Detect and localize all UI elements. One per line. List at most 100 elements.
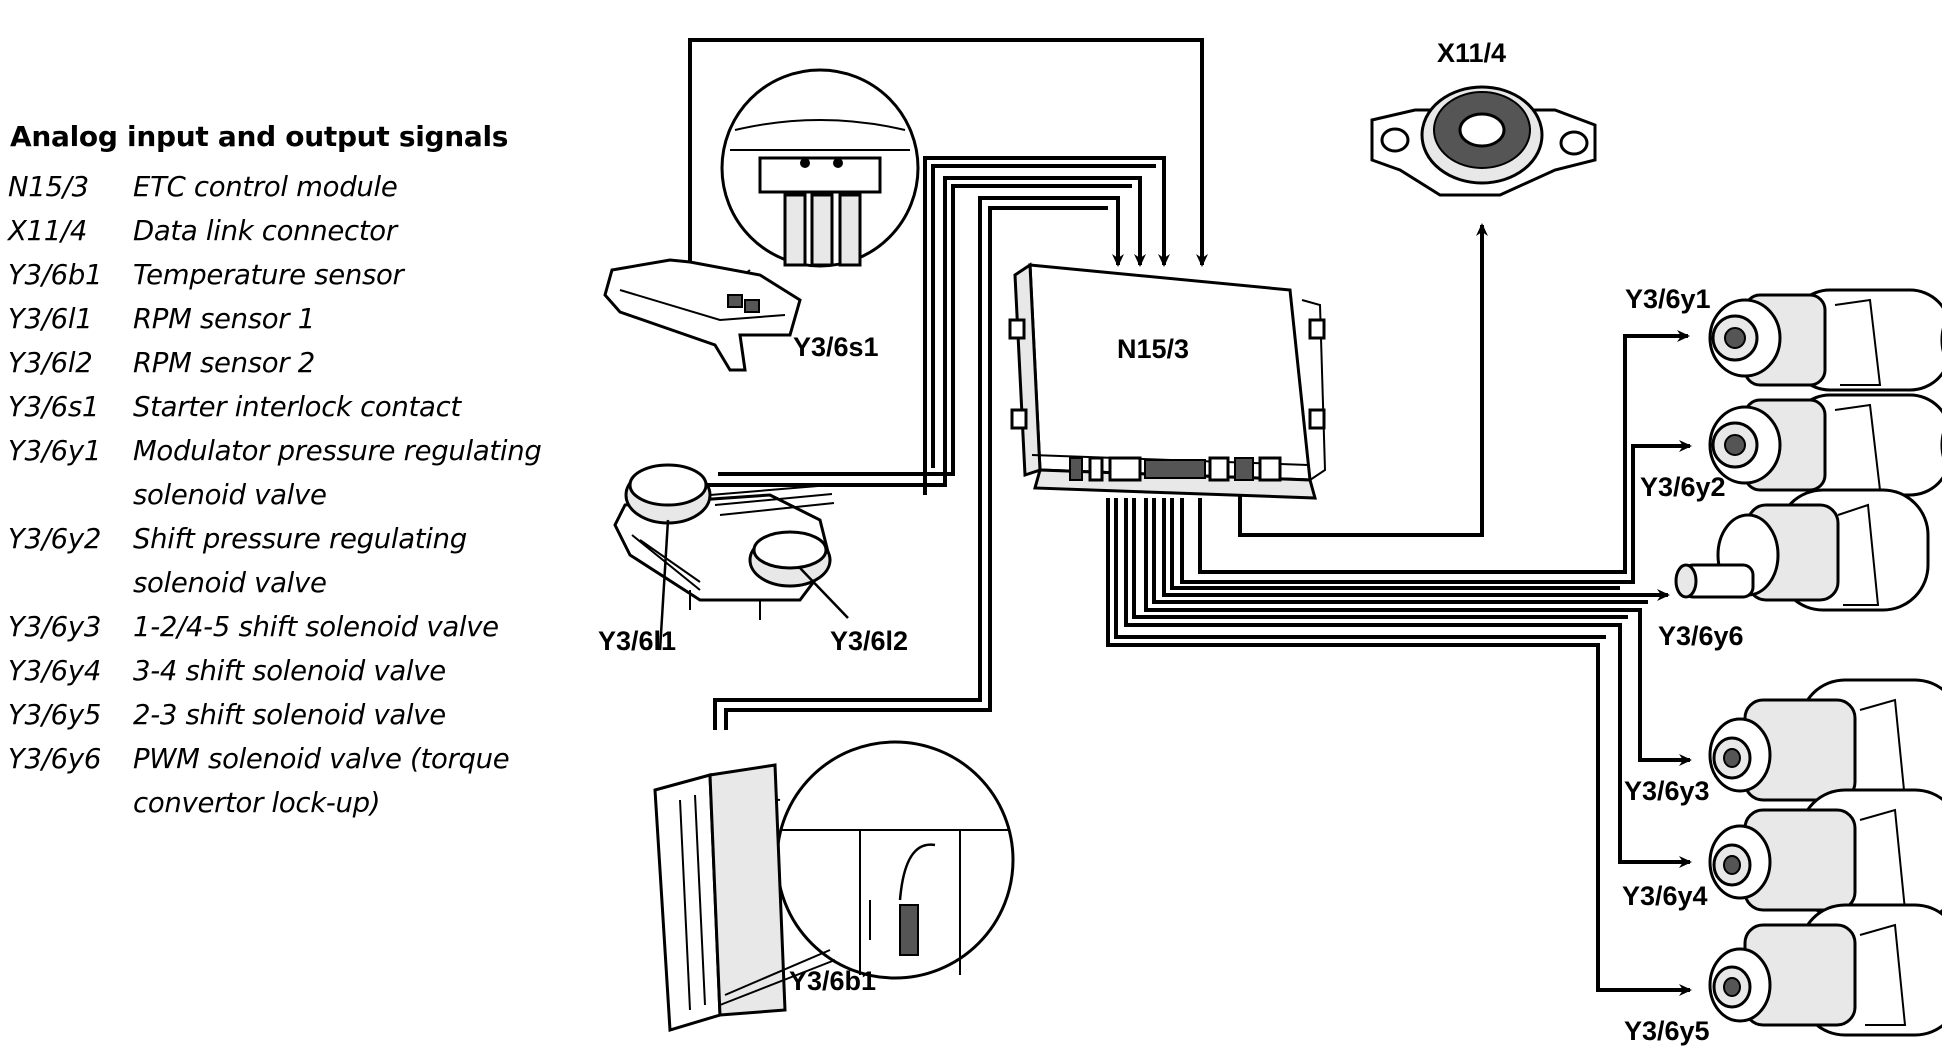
module-body xyxy=(1028,263,1312,482)
wire-rpm1-b xyxy=(718,184,1132,476)
legend-description-line: 2-3 shift solenoid valve xyxy=(133,699,446,731)
legend-description: Data link connector xyxy=(133,209,598,253)
legend-description: 1-2/4-5 shift solenoid valve xyxy=(133,605,598,649)
legend-code: Y3/6y5 xyxy=(8,699,102,731)
solenoid-y2 xyxy=(1708,393,1942,497)
wire-y4 xyxy=(1124,498,1692,868)
legend-code: Y3/6y3 xyxy=(8,611,102,643)
label-y1: Y3/6y1 xyxy=(1625,284,1711,314)
label-starter: Y3/6s1 xyxy=(793,332,879,362)
label-y6: Y3/6y6 xyxy=(1658,621,1744,651)
etc-module-part xyxy=(1008,262,1327,500)
legend-description: ETC control module xyxy=(133,165,598,209)
legend-code: Y3/6y6 xyxy=(8,743,102,775)
legend-description-line: Starter interlock contact xyxy=(133,391,461,423)
rpm2-leader xyxy=(799,567,849,619)
wire-y2 xyxy=(1180,440,1692,584)
legend-description-line: 1-2/4-5 shift solenoid valve xyxy=(133,611,499,643)
label-y5: Y3/6y5 xyxy=(1624,1016,1710,1046)
rpm-sensor-part xyxy=(613,463,849,651)
data-link-connector-part xyxy=(1370,85,1597,197)
legend-description: RPM sensor 1 xyxy=(133,297,598,341)
solenoid-valves xyxy=(1674,288,1942,1037)
wire-y6-b xyxy=(1170,498,1620,590)
legend-item: Y3/6y3 1-2/4-5 shift solenoid valve xyxy=(8,605,598,649)
wire-y3-b xyxy=(1152,498,1648,604)
legend-description: RPM sensor 2 xyxy=(133,341,598,385)
temp-detail-circle xyxy=(775,740,1015,980)
legend-description-line: RPM sensor 2 xyxy=(133,347,315,379)
legend-item: Y3/6l2 RPM sensor 2 xyxy=(8,341,598,385)
legend-code: Y3/6y1 xyxy=(8,435,102,467)
wires xyxy=(688,38,1692,996)
legend-description: 2-3 shift solenoid valve xyxy=(133,693,598,737)
wire-y5 xyxy=(1106,498,1692,996)
legend-description-line: RPM sensor 1 xyxy=(133,303,315,335)
legend-code: Y3/6l1 xyxy=(8,303,93,335)
legend-item: Y3/6s1 Starter interlock contact xyxy=(8,385,598,429)
legend-description: 3-4 shift solenoid valve xyxy=(133,649,598,693)
legend-description-line: 3-4 shift solenoid valve xyxy=(133,655,446,687)
legend-description-line: solenoid valve xyxy=(133,479,327,511)
legend-item: Y3/6y5 2-3 shift solenoid valve xyxy=(8,693,598,737)
legend-item: Y3/6y6 PWM solenoid valve (torque converto… xyxy=(8,737,598,825)
label-temp: Y3/6b1 xyxy=(789,966,876,996)
solenoid-y5 xyxy=(1708,903,1942,1037)
legend-code: Y3/6b1 xyxy=(8,259,103,291)
legend-code: N15/3 xyxy=(8,171,89,203)
legend-item: X11/4 Data link connector xyxy=(8,209,598,253)
legend-code: Y3/6l2 xyxy=(8,347,93,379)
legend-item: Y3/6b1 Temperature sensor xyxy=(8,253,598,297)
wire-rpm2 xyxy=(923,156,1170,495)
wire-y5-b xyxy=(1114,498,1606,639)
label-rpm1: Y3/6l1 xyxy=(598,626,676,656)
legend-description-line: convertor lock-up) xyxy=(133,787,381,819)
legend-description: Starter interlock contact xyxy=(133,385,598,429)
legend-item: Y3/6l1 RPM sensor 1 xyxy=(8,297,598,341)
label-y2: Y3/6y2 xyxy=(1640,472,1726,502)
legend-description-line: Shift pressure regulating xyxy=(133,523,467,555)
legend-description-line: Data link connector xyxy=(133,215,397,247)
solenoid-y3 xyxy=(1708,678,1942,812)
module-connector xyxy=(1069,456,1282,482)
wire-y1 xyxy=(1198,330,1690,574)
legend-description: PWM solenoid valve (torque convertor lock… xyxy=(133,737,598,825)
legend-description-line: ETC control module xyxy=(133,171,398,203)
legend: Analog input and output signals N15/3 ETC… xyxy=(8,120,598,825)
wire-temp-b xyxy=(724,206,1108,730)
label-module: N15/3 xyxy=(1117,334,1189,364)
legend-title: Analog input and output signals xyxy=(10,120,509,153)
rpm1-leader xyxy=(658,519,670,651)
wire-y3 xyxy=(1144,498,1692,766)
wire-rpm2-b xyxy=(931,164,1156,468)
label-y4: Y3/6y4 xyxy=(1622,881,1708,911)
wire-starter xyxy=(688,38,1208,267)
solenoid-y4 xyxy=(1708,788,1942,922)
starter-interlock-part xyxy=(603,68,920,372)
legend-code: Y3/6y2 xyxy=(8,523,102,555)
legend-description-line: PWM solenoid valve (torque xyxy=(133,743,510,775)
legend-description: Temperature sensor xyxy=(133,253,598,297)
wire-y6 xyxy=(1162,498,1670,601)
legend-description-line: Temperature sensor xyxy=(133,259,404,291)
diagram-labels: N15/3 X11/4 Y3/6s1 Y3/6l1 Y3/6l2 Y3/6b1 … xyxy=(598,38,1744,1046)
wire-rpm1 xyxy=(705,176,1146,487)
wire-dlc xyxy=(1238,223,1488,537)
label-rpm2: Y3/6l2 xyxy=(830,626,908,656)
label-dlc: X11/4 xyxy=(1437,38,1506,68)
temperature-sensor-part xyxy=(653,740,1015,1032)
solenoid-y1 xyxy=(1708,288,1942,392)
legend-code: Y3/6s1 xyxy=(8,391,100,423)
solenoid-y6 xyxy=(1674,488,1930,612)
wire-temp xyxy=(713,196,1124,730)
wire-y4-b xyxy=(1132,498,1628,619)
legend-code: X11/4 xyxy=(8,215,88,247)
